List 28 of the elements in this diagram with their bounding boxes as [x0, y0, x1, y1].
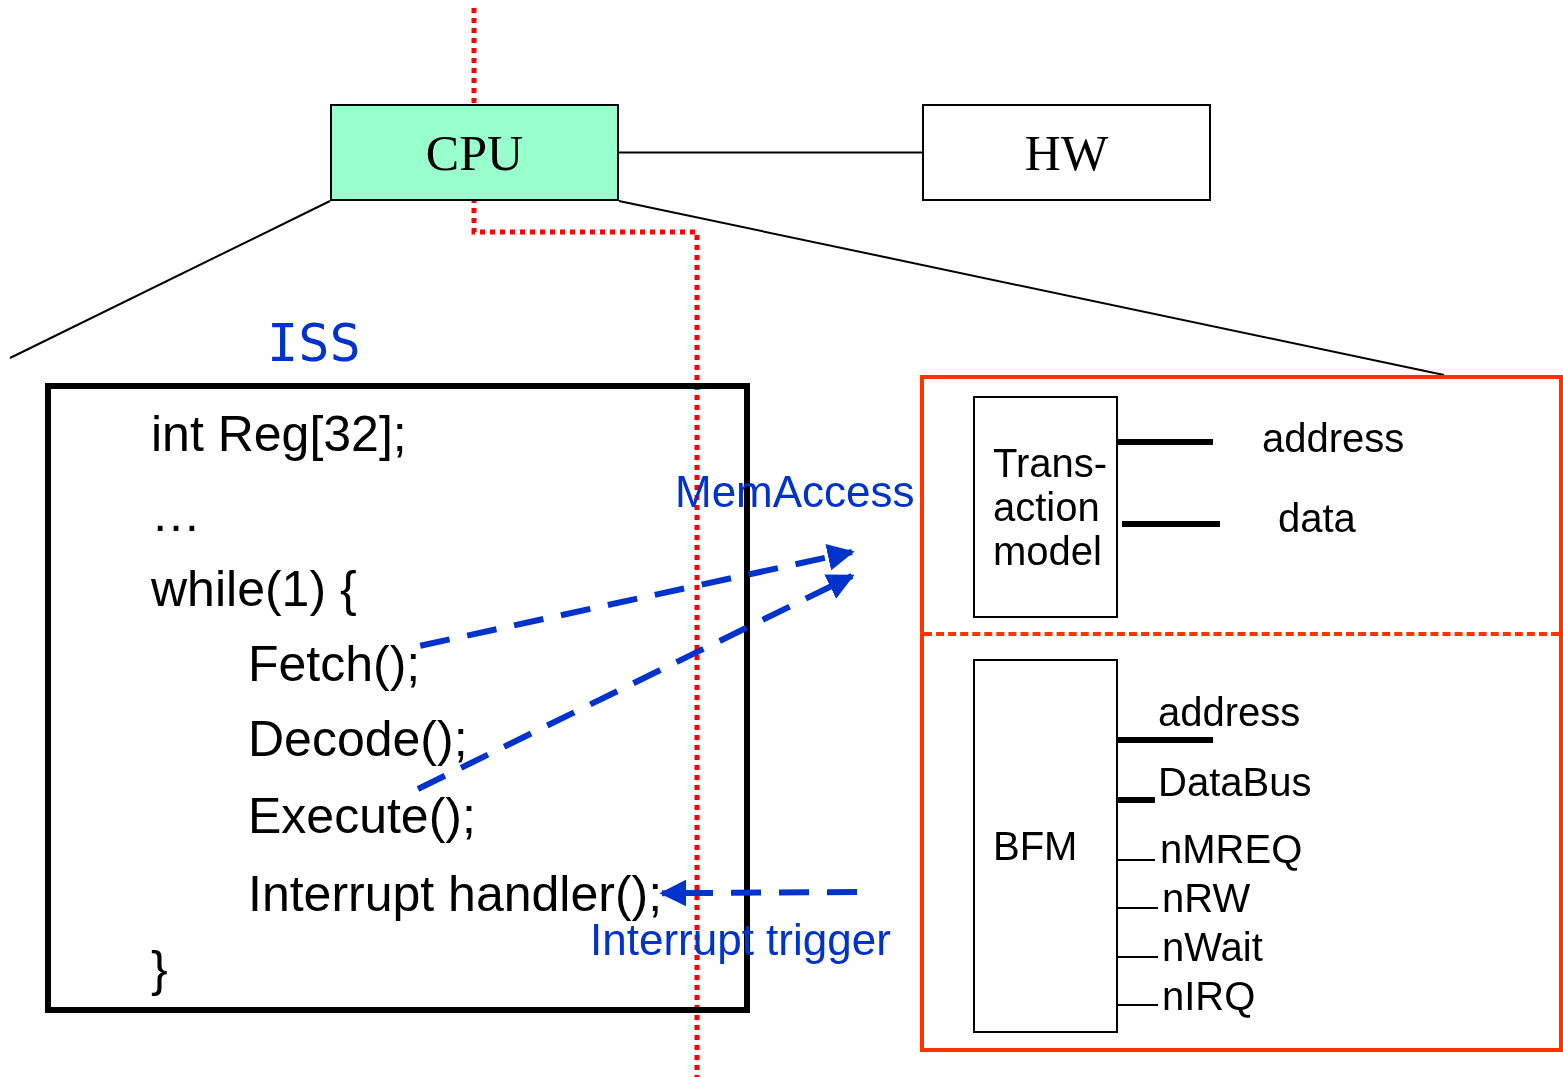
signal-name: address: [1262, 418, 1405, 458]
code-line: Decode();: [248, 712, 468, 767]
signal-name: address: [1158, 692, 1301, 732]
signal-name: nMREQ: [1160, 829, 1303, 869]
connector-line: [618, 200, 1446, 376]
code-line: Execute();: [248, 789, 476, 844]
connector-line: [618, 151, 923, 154]
connector-line: [9, 200, 331, 359]
signal-name: DataBus: [1158, 762, 1312, 802]
model-box: Trans- action model: [973, 396, 1118, 618]
signal-name: nIRQ: [1162, 976, 1256, 1016]
iss-heading: ISS: [267, 313, 361, 373]
code-line: Interrupt handler();: [248, 867, 663, 922]
signal-name: data: [1278, 498, 1356, 538]
hardware-box: HW: [922, 104, 1211, 201]
code-line: Fetch();: [248, 637, 421, 692]
model-frame: [920, 375, 1563, 1052]
arrow: [419, 543, 855, 649]
model-box: BFM: [973, 659, 1118, 1033]
arrow: [659, 879, 857, 907]
code-line: …: [151, 487, 201, 542]
arrow: [416, 573, 855, 792]
signal-name: nRW: [1162, 878, 1251, 918]
cpu-box: CPU: [330, 104, 619, 201]
code-line: while(1) {: [151, 562, 357, 617]
code-line: int Reg[32];: [151, 407, 407, 462]
signal-name: nWait: [1162, 927, 1263, 967]
code-line: }: [151, 942, 168, 997]
